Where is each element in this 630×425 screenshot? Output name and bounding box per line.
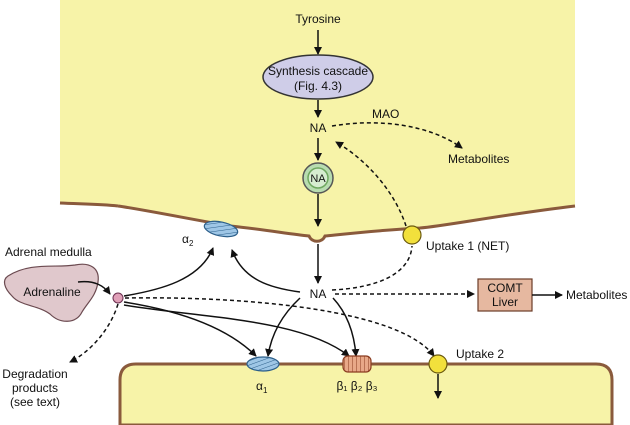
comt-label: COMT — [487, 281, 523, 295]
adrenal-medulla-label: Adrenal medulla — [5, 245, 92, 259]
adrenaline-label: Adrenaline — [23, 285, 81, 299]
adrenaline-circulating — [112, 292, 124, 304]
tyrosine-label: Tyrosine — [295, 12, 341, 26]
degradation-line3: (see text) — [10, 395, 60, 409]
arrow-na-to-alpha2 — [230, 249, 301, 293]
arrow-adrenal-to-adrenaline — [77, 280, 111, 295]
degradation-line2: products — [12, 381, 58, 395]
alpha2-label: α2 — [182, 232, 194, 248]
comt-liver-box — [477, 278, 533, 312]
presynaptic-terminal — [60, 0, 575, 242]
liver-label: Liver — [492, 295, 518, 309]
synthesis-cascade-title: Synthesis cascade — [268, 64, 368, 78]
arrow-adrenaline-to-beta — [123, 304, 350, 357]
arrow-adrenaline-to-alpha1 — [123, 301, 257, 357]
na-intracellular-label: NA — [310, 121, 327, 135]
alpha1-receptor — [246, 356, 280, 372]
arrow-na-to-alpha1 — [265, 297, 301, 357]
uptake1-reuptake-arrow — [335, 141, 407, 227]
mao-pathway-arrow — [331, 122, 463, 149]
beta-receptor — [342, 355, 372, 373]
arrow-adrenaline-to-alpha2 — [123, 247, 215, 297]
degradation-line1: Degradation — [2, 367, 67, 381]
uptake1-transporter — [402, 225, 422, 245]
na-cleft-label: NA — [310, 287, 327, 301]
alpha1-label: α1 — [256, 379, 268, 395]
postsynaptic-cell — [118, 362, 614, 425]
na-vesicle-inner — [307, 167, 329, 189]
arrow-na-to-beta — [332, 297, 360, 357]
mao-label: MAO — [372, 107, 399, 121]
beta-receptors-label: β₁ β₂ β₃ — [337, 379, 378, 393]
alpha2-receptor — [203, 220, 239, 238]
metabolites-right-label: Metabolites — [566, 288, 627, 302]
dashed-adrenaline-to-degradation — [69, 303, 119, 363]
uptake2-label: Uptake 2 — [456, 347, 504, 361]
synthesis-cascade-ref: (Fig. 4.3) — [294, 79, 342, 93]
uptake1-label: Uptake 1 (NET) — [426, 239, 509, 253]
na-vesicle-label: NA — [310, 173, 326, 185]
presynaptic-membrane-left — [59, 201, 119, 208]
metabolites-top-label: Metabolites — [448, 152, 509, 166]
dashed-na-to-uptake1 — [331, 245, 413, 291]
dashed-adrenaline-to-uptake2 — [124, 297, 435, 357]
uptake2-transporter — [428, 354, 448, 374]
adrenal-gland-shape — [3, 263, 99, 322]
synthesis-cascade-node — [262, 54, 374, 100]
